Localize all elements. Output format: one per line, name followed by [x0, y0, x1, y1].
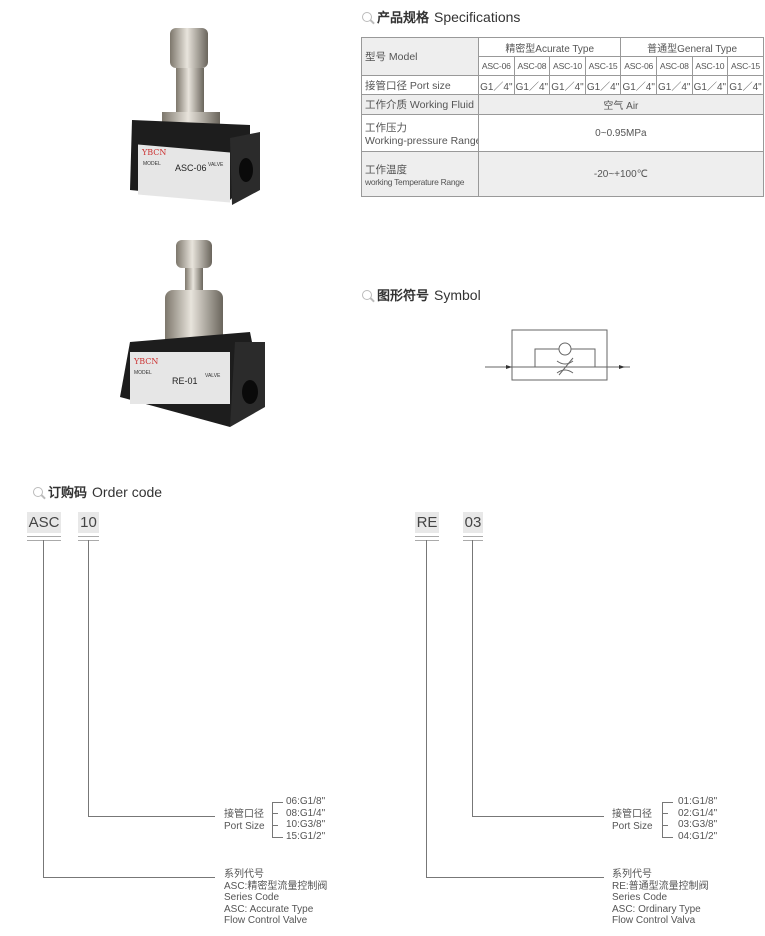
magnifier-icon: [362, 289, 372, 300]
model-cell: ASC-15: [727, 56, 764, 76]
symbol-heading: 图形符号 Symbol: [362, 285, 481, 304]
model-cell: ASC-08: [513, 56, 551, 76]
port-size-cell: G1／4": [691, 75, 729, 95]
order-code-heading: 订购码 Order code: [33, 482, 162, 501]
product-photo-asc: YBCN ASC-06 VALVE MODEL: [130, 28, 260, 205]
model-cell: ASC-06: [478, 56, 515, 76]
port-size-cell: G1／4": [549, 75, 586, 95]
brand-logo: YBCN: [133, 357, 158, 366]
specifications-heading: 产品规格 Specifications: [362, 7, 520, 26]
series-code-box: ASC: [27, 512, 61, 541]
product-photo-re: YBCN RE-01 VALVE MODEL: [120, 240, 265, 427]
accurate-type-header: 精密型Acurate Type: [477, 37, 622, 57]
general-type-header: 普通型General Type: [620, 37, 764, 57]
port-size-cell: G1／4": [513, 75, 551, 95]
port-size-cell: G1／4": [478, 75, 515, 95]
svg-text:VALVE: VALVE: [208, 162, 224, 168]
model-cell: ASC-08: [655, 56, 693, 76]
working-fluid-value: 空气 Air: [478, 94, 764, 115]
product-model-label: ASC-06: [175, 163, 207, 173]
svg-text:VALVE: VALVE: [205, 373, 221, 379]
brand-logo: YBCN: [141, 148, 166, 157]
flow-control-symbol: [485, 329, 630, 381]
port-size-cell: G1／4": [620, 75, 657, 95]
port-size-cell: G1／4": [584, 75, 622, 95]
port-size-label: 接管口径 Port size: [361, 75, 479, 95]
series-code-description: 系列代号 ASC:精密型流量控制阀 Series Code ASC: Accur…: [224, 869, 328, 926]
port-size-code-box: 10: [78, 512, 99, 541]
magnifier-icon: [33, 486, 43, 497]
port-size-code-box: 03: [463, 512, 483, 541]
model-cell: ASC-10: [549, 56, 586, 76]
model-header: 型号 Model: [361, 37, 479, 76]
model-cell: ASC-10: [691, 56, 729, 76]
port-size-cell: G1／4": [655, 75, 693, 95]
svg-text:MODEL: MODEL: [134, 370, 152, 376]
specifications-table: 型号 Model 精密型Acurate Type 普通型General Type…: [361, 37, 764, 197]
series-code-description: 系列代号 RE:普通型流量控制阀 Series Code ASC: Ordina…: [612, 869, 709, 926]
working-pressure-value: 0~0.95MPa: [478, 114, 764, 152]
model-cell: ASC-15: [584, 56, 622, 76]
svg-text:MODEL: MODEL: [143, 161, 161, 167]
port-size-options: 06:G1/8" 08:G1/4" 10:G3/8" 15:G1/2": [286, 796, 326, 842]
port-size-cell: G1／4": [727, 75, 764, 95]
port-size-options: 01:G1/8" 02:G1/4" 03:G3/8" 04:G1/2": [678, 796, 718, 842]
working-fluid-label: 工作介质 Working Fluid: [361, 94, 479, 115]
model-cell: ASC-06: [620, 56, 657, 76]
working-temperature-value: -20~+100℃: [478, 151, 764, 197]
series-code-box: RE: [415, 512, 439, 541]
product-model-label: RE-01: [172, 376, 198, 386]
magnifier-icon: [362, 11, 372, 22]
